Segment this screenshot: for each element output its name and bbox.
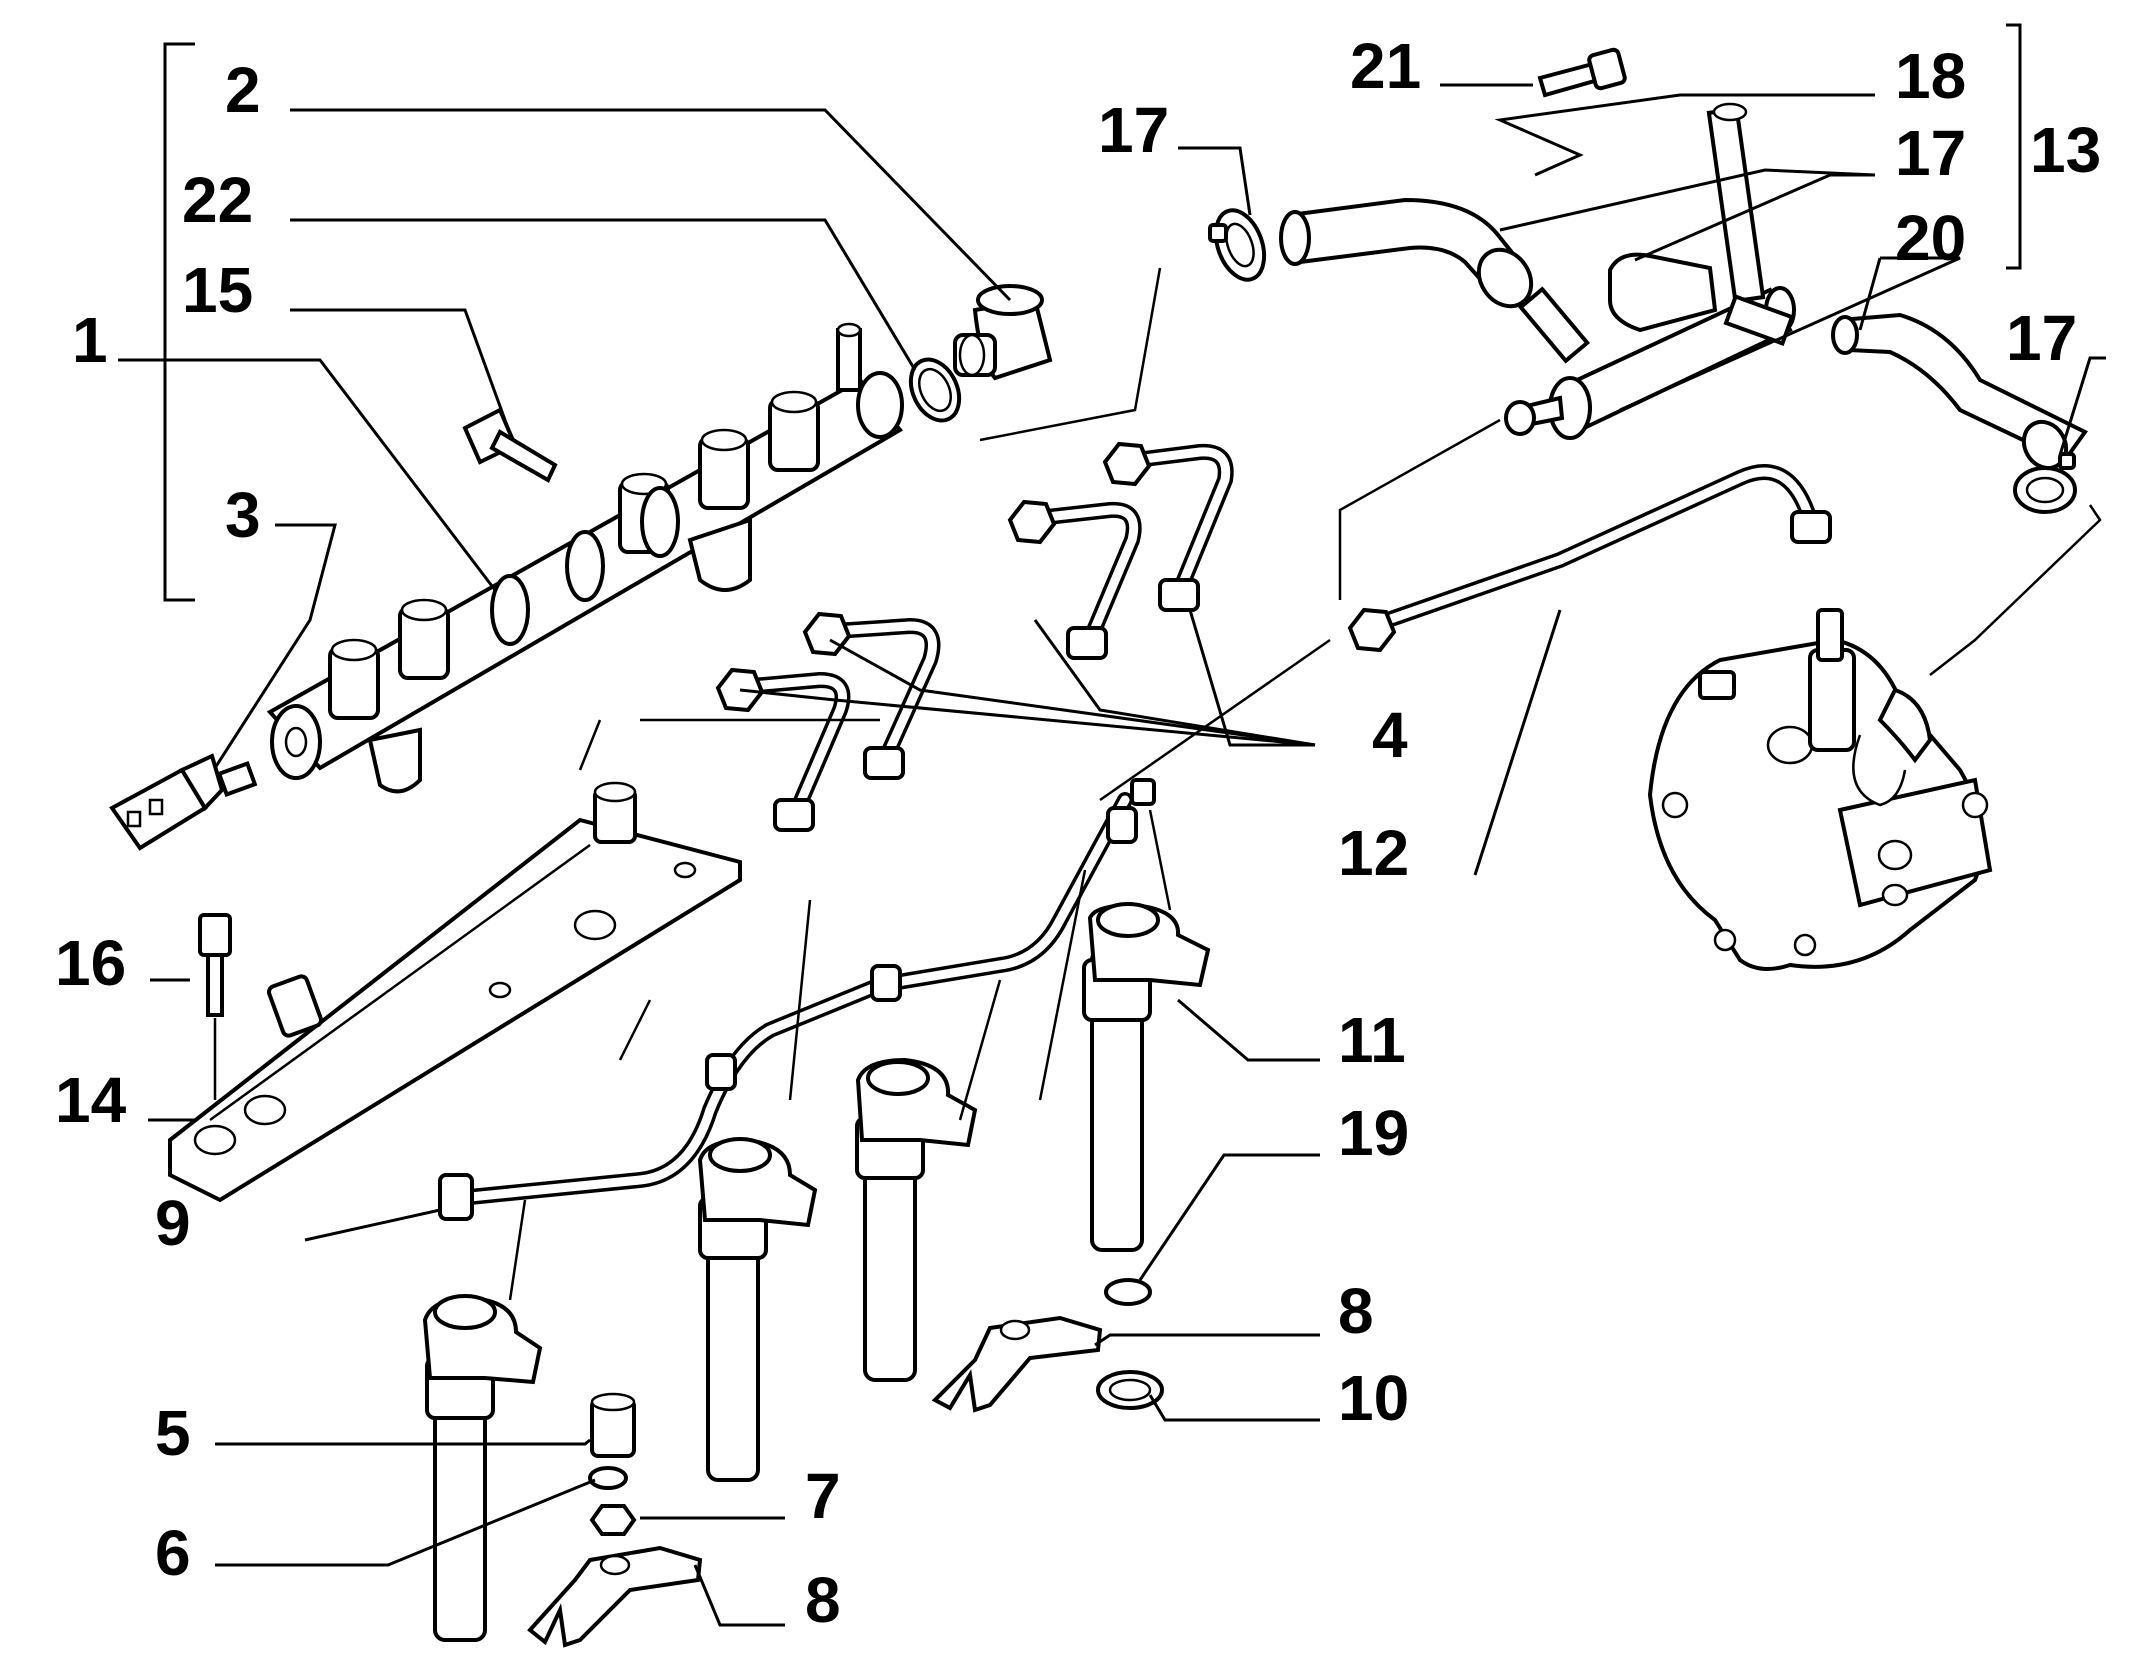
o-ring <box>908 357 962 423</box>
assembly-lines <box>508 267 2102 1301</box>
callout-11: 11 <box>1338 1004 1406 1076</box>
callout-2: 2 <box>225 54 261 126</box>
callout-20: 20 <box>1895 202 1966 274</box>
bolt-16 <box>198 913 232 1017</box>
callout-12: 12 <box>1338 817 1409 889</box>
callout-6: 6 <box>155 1517 191 1589</box>
callout-3: 3 <box>225 479 261 551</box>
callout-7: 7 <box>805 1460 841 1532</box>
sleeve <box>590 1392 636 1458</box>
callout-1: 1 <box>72 304 108 376</box>
cover <box>168 781 742 1203</box>
injector-d <box>422 1294 543 1642</box>
callout-21: 21 <box>1350 30 1421 102</box>
callout-14: 14 <box>55 1064 127 1136</box>
bracket-rail <box>163 42 195 602</box>
callout-17-left: 17 <box>1098 94 1169 166</box>
washer-19 <box>1104 1278 1152 1306</box>
return-hose-right <box>1831 312 2088 471</box>
callout-8-upper: 8 <box>1338 1275 1374 1347</box>
fuel-rail <box>266 322 904 794</box>
rail-plug <box>953 284 1053 381</box>
leader-lines <box>118 83 2106 1627</box>
leak-off-pipe <box>438 778 1156 1221</box>
injector-b <box>855 1057 978 1382</box>
callout-18: 18 <box>1895 40 1966 112</box>
callout-17-mid: 17 <box>1895 117 1966 189</box>
nut-7 <box>589 1504 637 1536</box>
bracket-return <box>2006 23 2022 270</box>
hose-clip-17a <box>1208 208 1267 282</box>
callout-15: 15 <box>182 254 253 326</box>
clamp-8-lower <box>527 1545 703 1648</box>
return-tee <box>1504 102 1796 440</box>
return-hose-left <box>1279 197 1534 309</box>
washer-6 <box>588 1466 628 1490</box>
hose-clip-17c <box>2013 452 2077 514</box>
seal-10 <box>1096 1370 1164 1410</box>
injector-11 <box>1082 902 1211 1252</box>
callout-22: 22 <box>182 164 253 236</box>
callout-19: 19 <box>1338 1097 1409 1169</box>
clamp-8-upper <box>931 1315 1103 1413</box>
callout-13: 13 <box>2030 114 2101 186</box>
pressure-sensor <box>109 753 258 851</box>
callout-17-right: 17 <box>2006 302 2077 374</box>
callout-4: 4 <box>1372 699 1408 771</box>
callout-9: 9 <box>155 1187 191 1259</box>
callout-8-lower: 8 <box>805 1564 841 1636</box>
callout-5: 5 <box>155 1397 191 1469</box>
high-pressure-pipe <box>1347 464 1832 653</box>
callout-16: 16 <box>55 927 126 999</box>
callout-labels: 2 22 15 1 3 16 14 9 5 6 7 8 8 10 19 11 1… <box>55 30 2101 1636</box>
injector-c <box>697 1137 818 1482</box>
high-pressure-pump <box>1647 608 1993 971</box>
bolt-21 <box>1537 47 1627 98</box>
bolt-15 <box>462 407 558 483</box>
injector-pipes <box>715 441 1234 832</box>
callout-10: 10 <box>1338 1362 1409 1434</box>
